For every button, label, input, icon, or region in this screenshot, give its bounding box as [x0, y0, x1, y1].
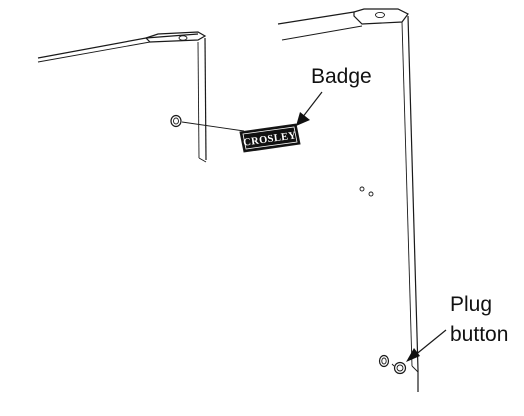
plug-button-hole — [378, 354, 390, 368]
left-door — [37, 31, 207, 163]
badge-mount-hole — [170, 114, 182, 128]
badge-arrow — [296, 91, 323, 126]
door-screw-holes — [359, 186, 374, 197]
plug-button-label-line2: button — [450, 323, 508, 346]
plug-button — [391, 361, 407, 375]
plug-button-label-line1: Plug — [450, 293, 492, 316]
badge-label: Badge — [311, 65, 372, 88]
crosley-badge: CROSLEY — [239, 123, 301, 153]
badge-leader-line — [181, 121, 245, 132]
plug-button-arrow — [406, 329, 447, 362]
right-door — [277, 8, 419, 392]
